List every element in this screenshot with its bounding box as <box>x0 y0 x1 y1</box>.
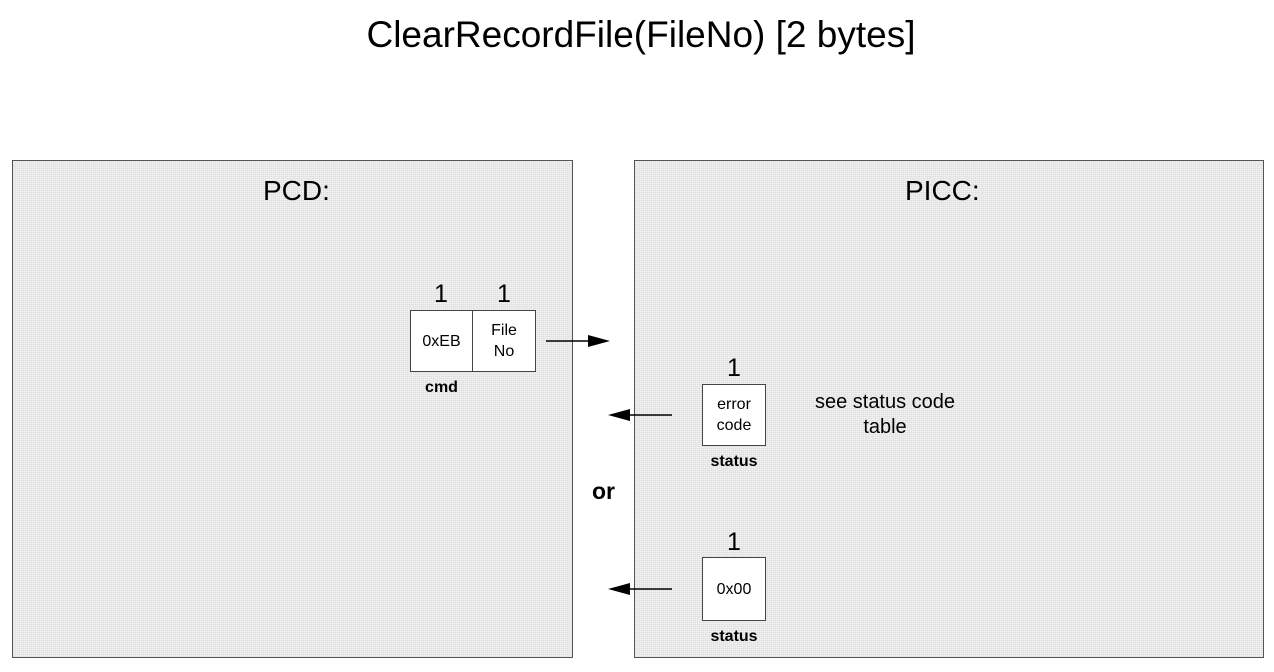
fileno-byte-box: File No <box>472 310 536 372</box>
error-code-line-2: code <box>716 417 752 434</box>
error-response-arrow <box>608 409 672 421</box>
pcd-panel <box>12 160 573 658</box>
fileno-line-1: File <box>491 322 517 339</box>
ok-status-value: 0x00 <box>716 580 752 598</box>
ok-status-label: status <box>710 628 758 645</box>
ok-response-arrow <box>608 583 672 595</box>
picc-label: PICC: <box>905 175 980 206</box>
fileno-byte-count: 1 <box>497 280 511 308</box>
ok-status-box: 0x00 <box>702 557 766 621</box>
or-separator: or <box>592 478 615 504</box>
status-code-note-line-2: table <box>863 416 907 438</box>
error-byte-count: 1 <box>727 354 741 382</box>
status-code-note: see status code table <box>790 390 980 440</box>
request-arrow <box>546 335 610 347</box>
pcd-label: PCD: <box>263 175 330 206</box>
error-status-label: status <box>710 453 758 470</box>
ok-byte-count: 1 <box>727 528 741 556</box>
cmd-byte-box: 0xEB <box>410 310 473 372</box>
error-code-line-1: error <box>717 396 751 413</box>
cmd-byte-count: 1 <box>434 280 448 308</box>
error-code-box: error code <box>702 384 766 446</box>
status-code-note-line-1: see status code <box>814 391 956 413</box>
fileno-line-2: No <box>493 343 515 360</box>
diagram-title: ClearRecordFile(FileNo) [2 bytes] <box>366 14 916 55</box>
cmd-field-label: cmd <box>425 379 458 396</box>
cmd-byte-value: 0xEB <box>422 332 461 350</box>
